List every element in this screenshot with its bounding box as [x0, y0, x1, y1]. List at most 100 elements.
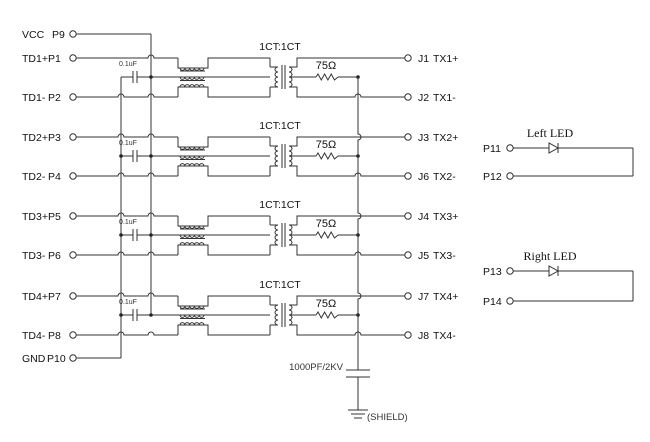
junction-dot: [149, 75, 153, 79]
capacitor-label: 0.1uF: [119, 299, 137, 306]
pin-terminal: [506, 267, 514, 275]
pin-terminal: [404, 172, 412, 180]
left-pin-p2: TD1-P2: [22, 92, 61, 104]
output-pin-number: J5: [418, 250, 429, 262]
led-pin-label: P12: [483, 171, 502, 183]
resistor-75ohm: [315, 72, 339, 82]
output-signal-label: TX4-: [433, 330, 456, 342]
pin-signal-label: TD2+: [22, 132, 48, 144]
pin-signal-label: TD4+: [22, 291, 48, 303]
common-mode-bus: [357, 77, 362, 370]
signal-wire: [76, 54, 178, 59]
pin-terminal: [69, 331, 77, 339]
transformer-primary: [274, 66, 279, 88]
left-pin-p5: TD3+P5: [22, 211, 61, 223]
pin-number-label: P3: [48, 132, 61, 144]
left-pin-p3: TD2+P3: [22, 132, 61, 144]
choke-wire: [177, 57, 270, 69]
capacitor-label: 0.1uF: [119, 219, 137, 226]
choke-coil: [179, 155, 205, 159]
resistor-75ohm: [315, 310, 339, 320]
output-signal-label: TX2-: [433, 171, 456, 183]
output-wire: [289, 165, 405, 177]
pin-terminal: [69, 354, 77, 362]
signal-wire: [76, 172, 178, 177]
pin-terminal: [506, 172, 514, 180]
choke-wire: [177, 215, 270, 227]
left-pin-p4: TD2-P4: [22, 171, 61, 183]
left-pin-p1: TD1+P1: [22, 53, 61, 65]
output-signal-label: TX1+: [433, 53, 458, 65]
pin-number-label: P1: [48, 53, 61, 65]
choke-wire: [177, 136, 270, 148]
pin-terminal: [69, 172, 77, 180]
choke-wire: [177, 244, 270, 256]
pin-terminal: [404, 93, 412, 101]
junction-dot: [119, 233, 123, 237]
choke-coil: [179, 225, 205, 229]
output-pin-number: J6: [418, 171, 429, 183]
pin-terminal: [69, 251, 77, 259]
output-signal-label: TX4+: [433, 291, 458, 303]
resistor-label: 75Ω: [316, 218, 336, 230]
pin-terminal: [506, 297, 514, 305]
led-diode-icon: [548, 142, 560, 154]
pin-signal-label: TD1+: [22, 53, 48, 65]
output-wire: [289, 244, 405, 256]
output-wire: [289, 215, 405, 226]
pin-terminal: [404, 331, 412, 339]
pin-number-label: P2: [48, 92, 61, 104]
output-pin-number: J8: [418, 330, 429, 342]
output-wire: [289, 136, 405, 147]
transformer-primary: [274, 145, 279, 167]
pin-terminal: [69, 54, 77, 62]
choke-coil: [179, 163, 205, 167]
capacitor-label: 0.1uF: [119, 140, 137, 147]
led-pin-label: P14: [483, 296, 502, 308]
junction-dot: [119, 154, 123, 158]
signal-wire: [76, 93, 178, 98]
pin-terminal: [69, 93, 77, 101]
left-pin-p7: TD4+P7: [22, 291, 61, 303]
choke-coil: [179, 67, 205, 71]
choke-coil: [179, 242, 205, 246]
choke-coil: [179, 234, 205, 238]
pin-number-label: P6: [48, 250, 61, 262]
transformer-ratio-label: 1CT:1CT: [259, 41, 301, 53]
choke-coil: [179, 76, 205, 80]
signal-wire: [76, 133, 178, 138]
choke-coil: [179, 84, 205, 88]
junction-dot: [149, 313, 153, 317]
choke-wire: [177, 165, 270, 177]
pin-signal-label: TD1-: [22, 92, 46, 104]
choke-coil: [179, 305, 205, 309]
output-signal-label: TX3-: [433, 250, 456, 262]
output-wire: [289, 324, 405, 336]
transformer-ratio-label: 1CT:1CT: [259, 120, 301, 132]
output-wire: [289, 86, 405, 98]
shield-capacitor-label: 1000PF/2KV: [289, 362, 344, 373]
output-signal-label: TX2+: [433, 132, 458, 144]
choke-wire: [177, 86, 270, 98]
pin-number-label: P8: [48, 330, 61, 342]
resistor-75ohm: [315, 230, 339, 240]
output-wire: [289, 57, 405, 68]
output-wire: [289, 295, 405, 306]
junction-dot: [149, 154, 153, 158]
pin-terminal: [69, 292, 77, 300]
pin-signal-label: TD3-: [22, 250, 46, 262]
pin-signal-label: TD4-: [22, 330, 46, 342]
choke-coil: [179, 314, 205, 318]
led-pin-label: P11: [483, 143, 501, 155]
pin-terminal: [69, 212, 77, 220]
choke-wire: [177, 324, 270, 336]
left-pin-p8: TD4-P8: [22, 330, 61, 342]
signal-wire: [76, 331, 178, 336]
signal-wire: [76, 212, 178, 217]
output-signal-label: TX3+: [433, 211, 458, 223]
junction-dot: [149, 233, 153, 237]
led-diode-icon: [548, 265, 560, 277]
output-pin-number: J4: [418, 211, 429, 223]
